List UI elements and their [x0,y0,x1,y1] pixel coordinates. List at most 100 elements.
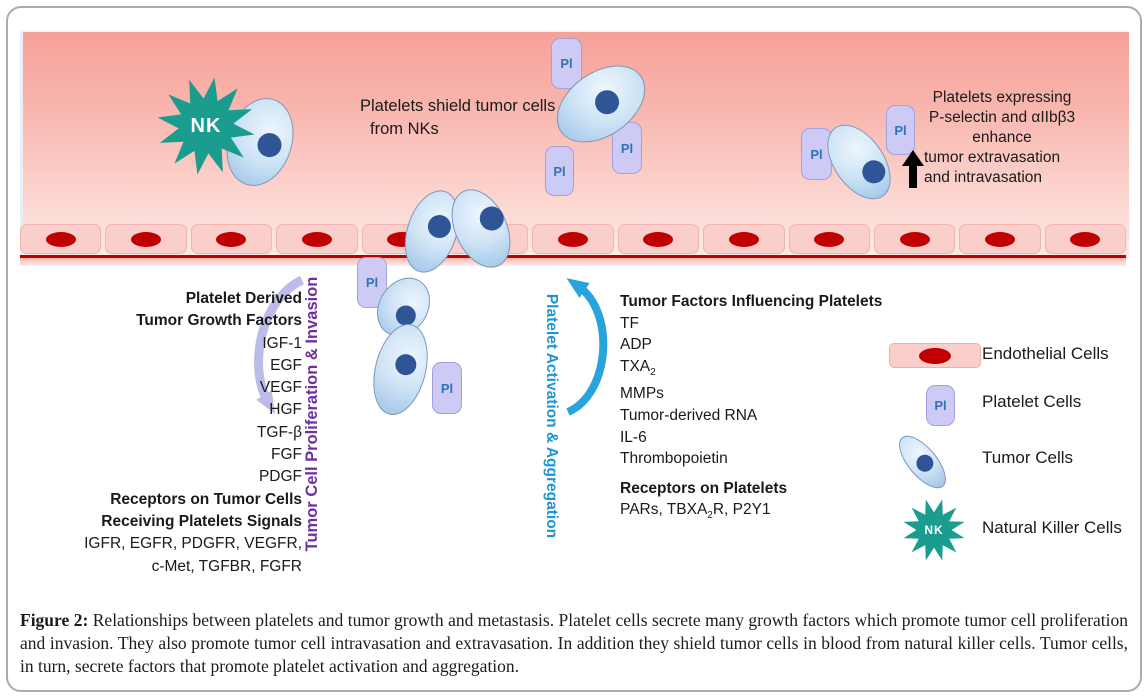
legend-tumor-label: Tumor Cells [982,448,1073,467]
growth-factor-item: FGF [271,446,302,464]
tumor-factor-item: Tumor-derived RNA [620,407,758,425]
endothelial-cell [20,224,102,254]
extravasation-line3: enhance [972,129,1032,146]
endothelial-cell [276,224,358,254]
figure-caption: Figure 2: Relationships between platelet… [20,609,1128,678]
endothelial-cell [1044,224,1127,254]
platelet-derived-factors-block: Platelet Derived Tumor Growth Factors IG… [24,288,302,578]
left-heading2-line2: Receiving Platelets Signals [101,512,302,530]
figure-caption-text: Relationships between platelets and tumo… [20,609,1128,676]
tumor-factor-item: TF [620,314,639,332]
tumor-receptors-line2: c-Met, TGFBR, FGFR [151,557,302,575]
receptors-subscript: 2 [707,510,713,522]
txa-main: TXA [620,357,651,375]
tumor-nucleus [912,451,937,476]
shield-note: Platelets shield tumor cells from NKs [360,95,555,141]
platelet-label: Pl [440,380,454,396]
legend-nk-swatch [903,499,965,561]
vessel-wall-band [20,258,1126,266]
nk-cell-label: NK [190,114,222,137]
left-heading1-line2: Tumor Growth Factors [136,312,302,330]
platelet-cell: Pl [612,122,642,174]
platelet-label: Pl [553,163,566,179]
extravasation-line4: tumor extravasation [924,149,1061,166]
platelet-receptors-heading: Receptors on Platelets [620,479,788,497]
txa-subscript: 2 [650,366,656,378]
extravasation-line5: and intravasation [924,169,1043,186]
growth-factor-item: VEGF [259,379,302,397]
tumor-factors-block: Tumor Factors Influencing Platelets TF A… [620,291,920,527]
tumor-factor-item: Thrombopoietin [620,450,728,468]
endothelial-nucleus [643,231,674,247]
activation-axis-label: Platelet Activation & Aggregation [543,293,560,539]
extravasation-line1: Platelets expressing [932,89,1072,106]
receptors-pre: PARs, TBXA [620,501,708,519]
endothelial-nucleus [216,231,247,247]
growth-factor-item: TGF-β [256,423,302,441]
tumor-nucleus [590,85,625,119]
legend-platelet-label: Platelet Cells [982,392,1082,411]
platelet-label: Pl [934,398,947,413]
platelet-label: Pl [365,275,379,290]
shield-note-line2: from NKs [370,120,439,138]
endothelial-nucleus [558,231,589,247]
basement-membrane-line [20,255,1126,258]
up-arrow-icon [902,150,924,188]
endothelial-nucleus [45,231,76,247]
tumor-factor-item-txa2: TXA2 [620,356,920,384]
proliferation-axis-label: Tumor Cell Proliferation & Invasion [303,276,321,552]
legend-endothelial-swatch [889,343,981,368]
tumor-nucleus [857,155,890,188]
platelet-cell: Pl [886,105,915,155]
tumor-factor-item: MMPs [620,385,664,403]
endothelial-nucleus [899,231,930,247]
tumor-nucleus [425,212,455,242]
tumor-nucleus [392,351,419,378]
legend-endothelial-label: Endothelial Cells [982,344,1109,363]
tumor-receptors-line1: IGFR, EGFR, PDGFR, VEGFR, [84,535,302,553]
endothelial-cell [617,224,700,254]
platelet-label: Pl [560,56,573,71]
endothelial-nucleus [301,231,332,247]
tumor-factor-item: IL-6 [620,428,647,446]
endothelial-cell [873,224,956,254]
legend-nk-symbol: NK [924,523,944,537]
extravasation-line2: P-selectin and αIIbβ3 [928,109,1076,126]
spacer [620,470,920,478]
tumor-factor-item: ADP [620,336,652,354]
endothelial-nucleus [728,231,759,247]
endothelial-cell [703,224,785,254]
endothelial-cell [959,224,1041,254]
legend-platelet-swatch: Pl [926,385,955,426]
activation-curved-arrow [566,278,608,416]
endothelial-nucleus [1070,231,1101,247]
endothelial-nucleus [131,231,162,247]
growth-factor-item: EGF [270,356,302,374]
platelet-label: Pl [894,122,907,138]
endothelial-row [20,224,1127,254]
platelet-label: Pl [620,140,634,156]
platelet-cell: Pl [801,128,832,180]
growth-factor-item: PDGF [258,468,302,486]
platelet-receptors-line: PARs, TBXA2R, P2Y1 [620,499,920,527]
endothelial-cell [190,224,273,254]
growth-factor-item: HGF [269,401,302,419]
endothelial-cell [532,224,614,254]
endothelial-cell [105,224,187,254]
nk-cell-starburst [157,77,255,175]
receptors-post: R, P2Y1 [712,501,771,519]
endothelial-cell [788,224,870,254]
platelet-label: Pl [810,146,823,162]
growth-factor-item: IGF-1 [262,334,302,352]
platelet-cell: Pl [545,146,574,196]
legend-nk-label: Natural Killer Cells [982,518,1122,537]
left-heading1-line1: Platelet Derived [185,290,302,307]
proliferation-curved-arrow [254,275,305,415]
shield-note-line1: Platelets shield tumor cells [360,97,556,115]
extravasation-note: Platelets expressing P-selectin and αIIb… [920,88,1084,188]
figure-caption-label: Figure 2: [20,609,89,630]
platelet-cell: Pl [432,362,462,414]
left-heading2-line1: Receptors on Tumor Cells [110,490,302,508]
legend-endothelial-nucleus [919,347,951,364]
